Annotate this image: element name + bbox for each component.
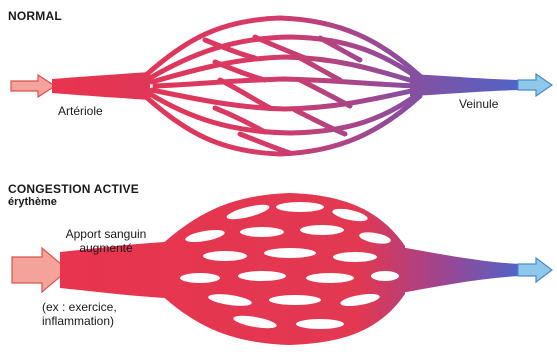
example-label-line-2: inflammation) [42,314,117,328]
normal-arteriole-trunk [52,72,150,100]
normal-capillary [145,96,420,154]
capillary-gap [238,271,286,281]
congestion-outflow-arrow [518,258,552,282]
venule-label: Veinule [459,97,498,111]
normal-capillary [152,90,416,109]
normal-inflow-arrow [11,75,55,97]
normal-venule-trunk [410,74,520,96]
arteriole-label: Artériole [58,104,103,118]
capillary-gap [306,273,354,283]
capillary-gap [333,252,377,262]
capillary-gap [276,202,324,212]
supply-label: Apport sanguin augmenté [42,227,170,255]
capillary-gap [371,271,399,281]
normal-capillary [215,62,265,80]
normal-capillary [155,79,415,86]
capillary-gap [264,248,316,258]
example-label: (ex : exercice, inflammation) [42,300,117,328]
capillary-gap [269,295,321,305]
capillary-gap [296,319,344,329]
capillary-gap [240,227,284,237]
example-label-line-1: (ex : exercice, [42,300,117,314]
normal-title: NORMAL [8,9,62,23]
capillary-gap [180,273,220,283]
congestion-capillary-bed [160,193,405,345]
supply-label-line-1: Apport sanguin [42,227,170,241]
congestion-subtitle: érythème [8,196,57,208]
normal-outflow-arrow [518,74,552,96]
supply-label-line-2: augmenté [42,241,170,255]
congestion-title: CONGESTION ACTIVE [8,182,139,196]
congestion-venule-trunk [395,246,520,294]
capillary-gap [203,251,247,261]
capillary-gap [300,225,344,235]
normal-capillary-network [11,18,552,154]
